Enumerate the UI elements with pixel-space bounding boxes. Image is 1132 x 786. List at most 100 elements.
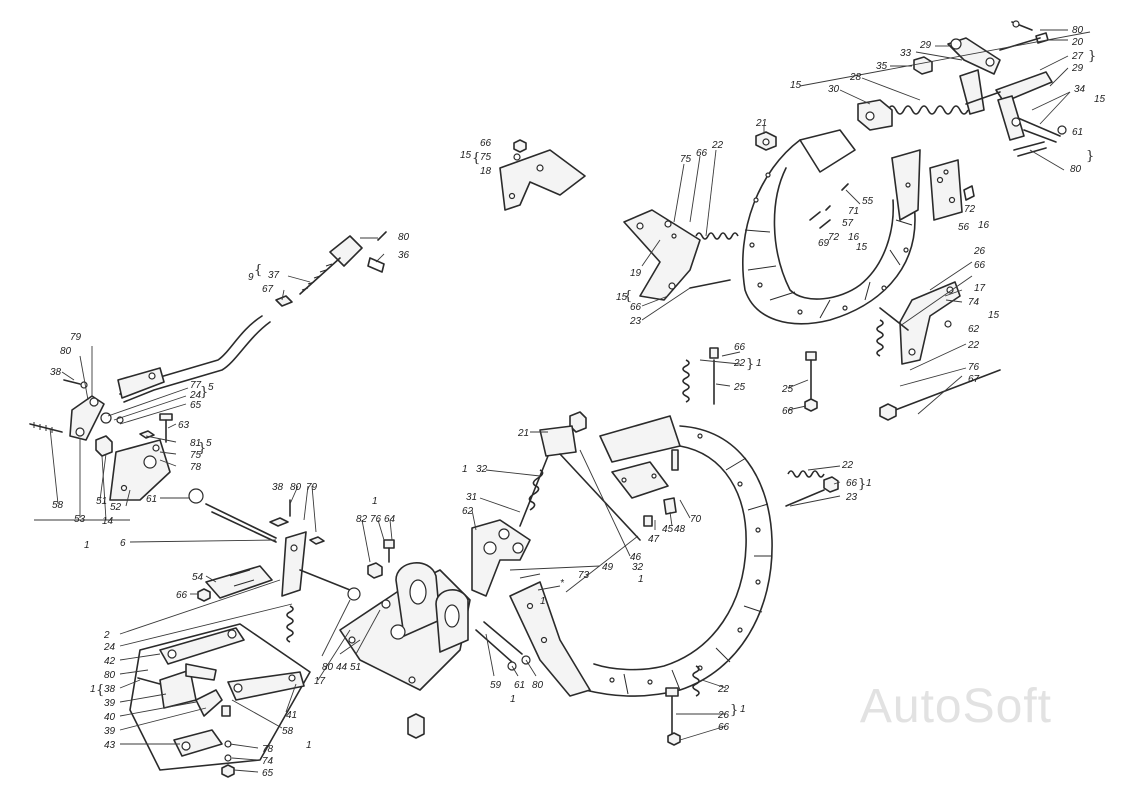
label-26: 26 <box>973 246 986 257</box>
label-16: 16 <box>978 220 990 231</box>
label-9: 9 <box>248 272 254 283</box>
lower-left-lever-group <box>129 623 311 778</box>
label-37: 37 <box>268 270 280 281</box>
svg-text:}: } <box>746 357 754 372</box>
label-49: 49 <box>602 562 614 573</box>
label-55: 55 <box>862 196 874 207</box>
label-1: 1 <box>306 740 312 751</box>
label-14: 14 <box>102 516 114 527</box>
label-22: 22 <box>717 684 730 695</box>
label-41: 41 <box>286 710 297 721</box>
label-80: 80 <box>322 662 334 673</box>
label-42: 42 <box>104 656 116 667</box>
shaft-6 <box>188 488 325 545</box>
label-17: 17 <box>314 676 326 687</box>
label-1: 1 <box>510 694 516 705</box>
label-66: 66 <box>846 478 858 489</box>
label-29: 29 <box>919 40 932 51</box>
label-74: 74 <box>968 297 980 308</box>
label-54: 54 <box>192 572 204 583</box>
bracket-19-and-spring <box>623 209 739 301</box>
label-15: 15 <box>856 242 868 253</box>
label-23: 23 <box>629 316 642 327</box>
label-61: 61 <box>514 680 525 691</box>
label-24: 24 <box>103 642 116 653</box>
label-65: 65 <box>262 768 274 779</box>
label-2: 2 <box>103 630 110 641</box>
label-66: 66 <box>718 722 730 733</box>
label-69: 69 <box>818 238 830 249</box>
mount-bracket <box>339 539 471 739</box>
label-22: 22 <box>841 460 854 471</box>
label-57: 57 <box>842 218 854 229</box>
label-66: 66 <box>782 406 794 417</box>
label-73: 73 <box>578 570 590 581</box>
label-15: 15 <box>1094 94 1106 105</box>
label-26: 26 <box>717 710 730 721</box>
bracket-18 <box>499 139 586 211</box>
label-6: 6 <box>120 538 126 549</box>
label-66: 66 <box>176 590 188 601</box>
label-66: 66 <box>480 138 492 149</box>
label-5: 5 <box>206 438 212 449</box>
label-1: 1 <box>756 358 762 369</box>
label-56: 56 <box>958 222 970 233</box>
label-66: 66 <box>630 302 642 313</box>
label-1: 1 <box>638 574 644 585</box>
label-67: 67 <box>968 374 980 385</box>
lever-17 <box>876 281 961 365</box>
label-79: 79 <box>70 332 82 343</box>
label-32: 32 <box>476 464 488 475</box>
label-36: 36 <box>398 250 410 261</box>
upper-right-lever-linkage <box>755 20 1067 157</box>
leader-lines <box>34 29 1091 773</box>
label-1: 1 <box>866 478 872 489</box>
label-53: 53 <box>74 514 86 525</box>
label-1: 1 <box>740 704 746 715</box>
label-30: 30 <box>828 84 840 95</box>
label-71: 71 <box>848 206 859 217</box>
label-38: 38 <box>50 367 62 378</box>
brake-rod-9 <box>117 231 387 403</box>
label-1: 1 <box>372 496 378 507</box>
label-15: 15 <box>616 292 628 303</box>
label-29: 29 <box>1071 63 1084 74</box>
label-32: 32 <box>632 562 644 573</box>
link-54-and-lever-2 <box>197 531 361 643</box>
label-61: 61 <box>1072 127 1083 138</box>
svg-text:}: } <box>858 477 866 492</box>
label-1: 1 <box>84 540 90 551</box>
label-74: 74 <box>262 756 274 767</box>
label-22: 22 <box>967 340 980 351</box>
label-46: 46 <box>630 552 642 563</box>
svg-text:{: { <box>472 151 480 166</box>
label-78: 78 <box>190 462 202 473</box>
label-72: 72 <box>828 232 840 243</box>
label-27: 27 <box>1071 51 1084 62</box>
label-66: 66 <box>734 342 746 353</box>
label-21: 21 <box>755 118 767 129</box>
lower-brake-band <box>471 347 839 746</box>
label-28: 28 <box>849 72 862 83</box>
label-38: 38 <box>272 482 284 493</box>
label-67: 67 <box>262 284 274 295</box>
label-25: 25 <box>733 382 746 393</box>
label-75: 75 <box>190 450 202 461</box>
label-77: 77 <box>190 380 202 391</box>
label-63: 63 <box>178 420 190 431</box>
pedal-bracket-5 <box>29 379 173 501</box>
label-75: 75 <box>680 154 692 165</box>
label-1: 1 <box>540 596 546 607</box>
label-58: 58 <box>282 726 294 737</box>
label-16: 16 <box>848 232 860 243</box>
watermark-text: AutoSoft <box>859 680 1052 733</box>
label-58: 58 <box>52 500 64 511</box>
label-80: 80 <box>290 482 302 493</box>
label-34: 34 <box>1074 84 1086 95</box>
label-80: 80 <box>532 680 544 691</box>
svg-text:{: { <box>624 289 632 304</box>
label-18: 18 <box>480 166 492 177</box>
label-80: 80 <box>60 346 72 357</box>
label-24: 24 <box>189 390 202 401</box>
